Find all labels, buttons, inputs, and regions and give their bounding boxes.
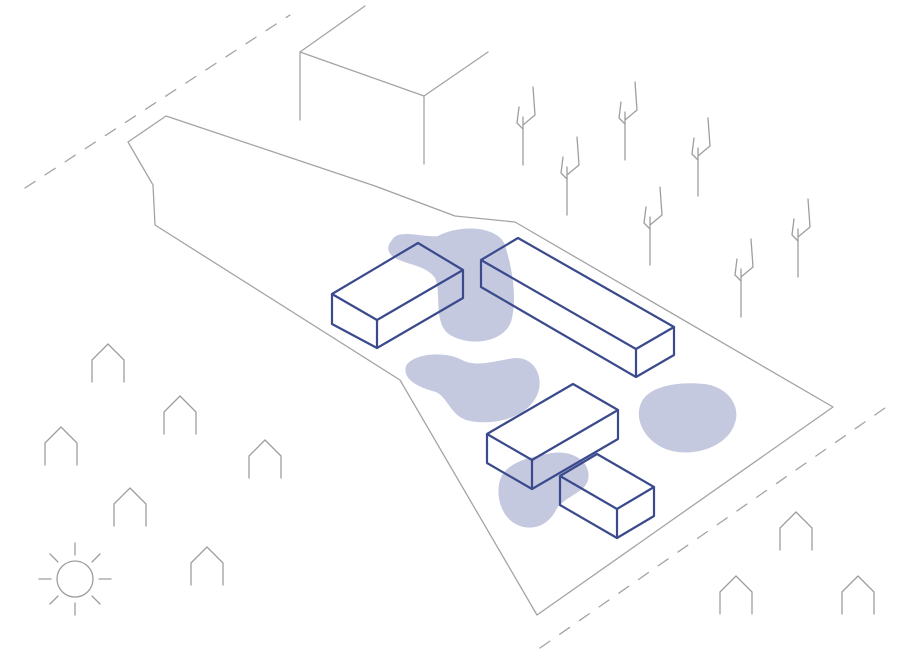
house-icon <box>841 575 875 615</box>
house-icon <box>163 395 197 435</box>
building-block-4 <box>558 452 656 540</box>
green-space <box>405 354 540 423</box>
house-icon <box>248 439 282 479</box>
trees <box>516 81 811 318</box>
building-block-2 <box>479 236 676 379</box>
tree-icon <box>516 86 536 166</box>
road-dashed-line-north <box>24 14 291 189</box>
house-icon <box>91 343 125 383</box>
house-icon <box>719 575 753 615</box>
tree-icon <box>791 198 811 278</box>
green-space <box>388 228 515 342</box>
house-icon <box>44 426 78 466</box>
site-boundary <box>127 115 834 616</box>
tree-icon <box>643 186 663 266</box>
roads <box>24 14 886 649</box>
green-spaces <box>388 228 737 528</box>
green-space <box>638 383 737 453</box>
building-block-3 <box>485 382 620 491</box>
house-icon <box>113 487 147 527</box>
buildings <box>330 236 676 540</box>
building-block-1 <box>330 241 465 350</box>
houses <box>44 343 875 615</box>
tree-icon <box>691 117 711 197</box>
sun-icon <box>38 542 112 616</box>
tree-icon <box>560 136 580 216</box>
tree-icon <box>618 81 638 161</box>
house-icon <box>779 511 813 551</box>
distant-building <box>299 5 489 165</box>
tree-icon <box>734 238 754 318</box>
house-icon <box>190 546 224 586</box>
